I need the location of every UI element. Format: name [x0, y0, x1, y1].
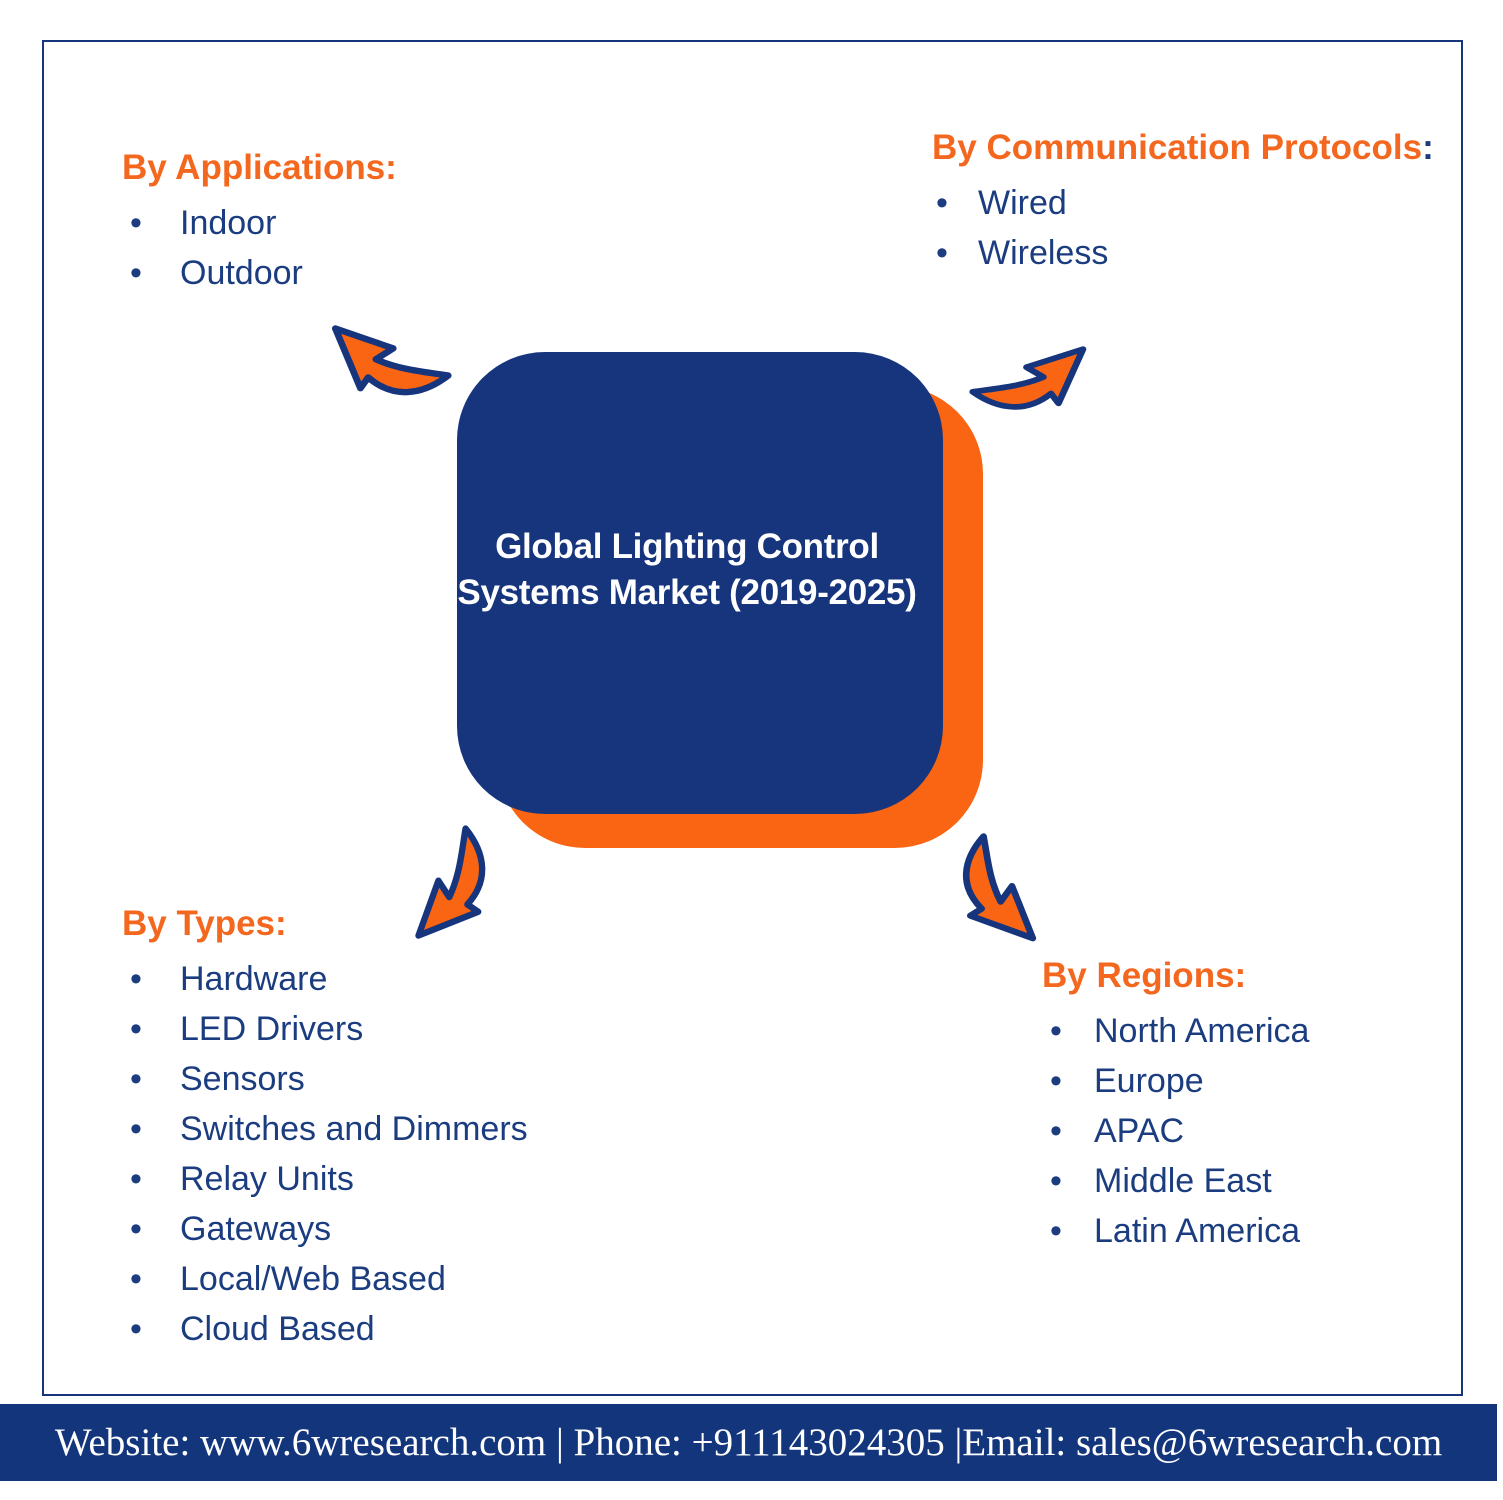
- center-square-navy: Global Lighting Control Systems Market (…: [457, 352, 943, 814]
- types-list: Hardware LED Drivers Sensors Switches an…: [122, 954, 528, 1354]
- center-title: Global Lighting Control Systems Market (…: [457, 524, 916, 616]
- applications-list: Indoor Outdoor: [122, 198, 397, 298]
- list-item: Relay Units: [122, 1154, 528, 1204]
- list-item: Sensors: [122, 1054, 528, 1104]
- page-border-frame: [42, 40, 1463, 1396]
- list-item: North America: [1042, 1006, 1309, 1056]
- protocols-list: Wired Wireless: [932, 178, 1434, 278]
- section-types: By Types: Hardware LED Drivers Sensors S…: [122, 902, 528, 1354]
- list-item-label: Relay Units: [180, 1160, 354, 1198]
- list-item-label: Outdoor: [180, 254, 303, 292]
- section-protocols: By Communication Protocols: Wired Wirele…: [932, 126, 1434, 278]
- protocols-heading-colon: :: [1422, 128, 1434, 167]
- list-item-label: Wireless: [978, 234, 1109, 272]
- list-item-label: Local/Web Based: [180, 1260, 446, 1298]
- list-item: Hardware: [122, 954, 528, 1004]
- list-item-label: LED Drivers: [180, 1010, 364, 1048]
- arrow-bottom-left-icon: [415, 825, 486, 939]
- list-item: LED Drivers: [122, 1004, 528, 1054]
- list-item: Outdoor: [122, 248, 397, 298]
- list-item: Europe: [1042, 1056, 1309, 1106]
- list-item-label: North America: [1094, 1012, 1310, 1050]
- regions-list: North America Europe APAC Middle East La…: [1042, 1006, 1309, 1256]
- footer-contact-bar: Website: www.6wresearch.com | Phone: +91…: [0, 1404, 1497, 1481]
- section-applications: By Applications: Indoor Outdoor: [122, 146, 397, 298]
- list-item: Cloud Based: [122, 1304, 528, 1354]
- arrow-top-right-icon: [969, 346, 1087, 410]
- list-item-label: Middle East: [1094, 1162, 1272, 1200]
- list-item-label: Hardware: [180, 960, 328, 998]
- list-item-label: Sensors: [180, 1060, 305, 1098]
- list-item: Wired: [932, 178, 1434, 228]
- center-title-line2: Systems Market (2019-2025): [457, 573, 917, 612]
- section-regions: By Regions: North America Europe APAC Mi…: [1042, 954, 1309, 1256]
- list-item: Indoor: [122, 198, 397, 248]
- list-item: Latin America: [1042, 1206, 1309, 1256]
- section-protocols-heading: By Communication Protocols:: [932, 128, 1434, 167]
- list-item: Wireless: [932, 228, 1434, 278]
- list-item: APAC: [1042, 1106, 1309, 1156]
- arrow-top-left-icon: [331, 325, 452, 396]
- list-item-label: Gateways: [180, 1210, 332, 1248]
- list-item-label: Cloud Based: [180, 1310, 375, 1348]
- list-item-label: Indoor: [180, 204, 277, 242]
- section-applications-heading: By Applications:: [122, 148, 397, 187]
- list-item: Gateways: [122, 1204, 528, 1254]
- section-types-heading: By Types:: [122, 904, 287, 943]
- list-item: Local/Web Based: [122, 1254, 528, 1304]
- section-regions-heading: By Regions:: [1042, 956, 1247, 995]
- list-item-label: APAC: [1094, 1112, 1185, 1150]
- list-item: Switches and Dimmers: [122, 1104, 528, 1154]
- footer-contact-text: Website: www.6wresearch.com | Phone: +91…: [54, 1421, 1443, 1464]
- list-item: Middle East: [1042, 1156, 1309, 1206]
- list-item-label: Wired: [978, 184, 1067, 222]
- center-title-line1: Global Lighting Control: [495, 527, 879, 566]
- list-item-label: Switches and Dimmers: [180, 1110, 528, 1148]
- arrow-bottom-right-icon: [962, 833, 1037, 942]
- list-item-label: Europe: [1094, 1062, 1204, 1100]
- list-item-label: Latin America: [1094, 1212, 1300, 1250]
